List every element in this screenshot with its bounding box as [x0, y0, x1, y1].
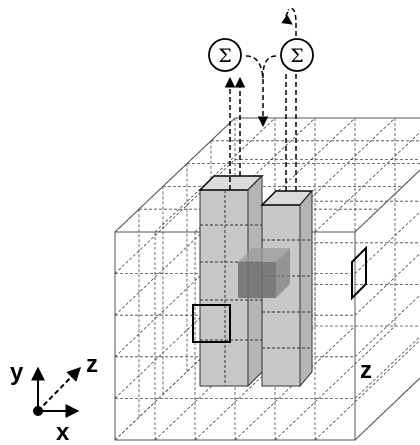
axis-label-z: z	[86, 351, 98, 378]
grid-line	[354, 169, 420, 233]
summation-symbol-left: Σ	[218, 45, 231, 67]
grid-line	[274, 325, 396, 441]
selected-voxel-side	[351, 245, 367, 301]
grid-line	[354, 294, 420, 358]
grid-line	[154, 117, 276, 233]
grid-line	[354, 252, 420, 316]
summation-symbol-right: Σ	[290, 45, 303, 67]
flow-arrows	[224, 7, 297, 191]
summation-node-left: Σ	[208, 38, 242, 72]
grid-line	[354, 336, 420, 399]
grid-line	[314, 131, 420, 233]
grid-line	[314, 339, 420, 441]
grid-line	[354, 169, 420, 233]
volume-depth-label: z	[360, 357, 372, 384]
axis-label-x: x	[56, 419, 70, 445]
selected-voxel-front	[192, 304, 231, 343]
summation-node-right: Σ	[280, 38, 314, 72]
axis-label-y: y	[10, 359, 24, 386]
grid-line	[354, 211, 420, 274]
axes-origin	[33, 406, 43, 416]
highlighted-voxel	[238, 248, 290, 298]
axes-indicator	[31, 366, 81, 418]
